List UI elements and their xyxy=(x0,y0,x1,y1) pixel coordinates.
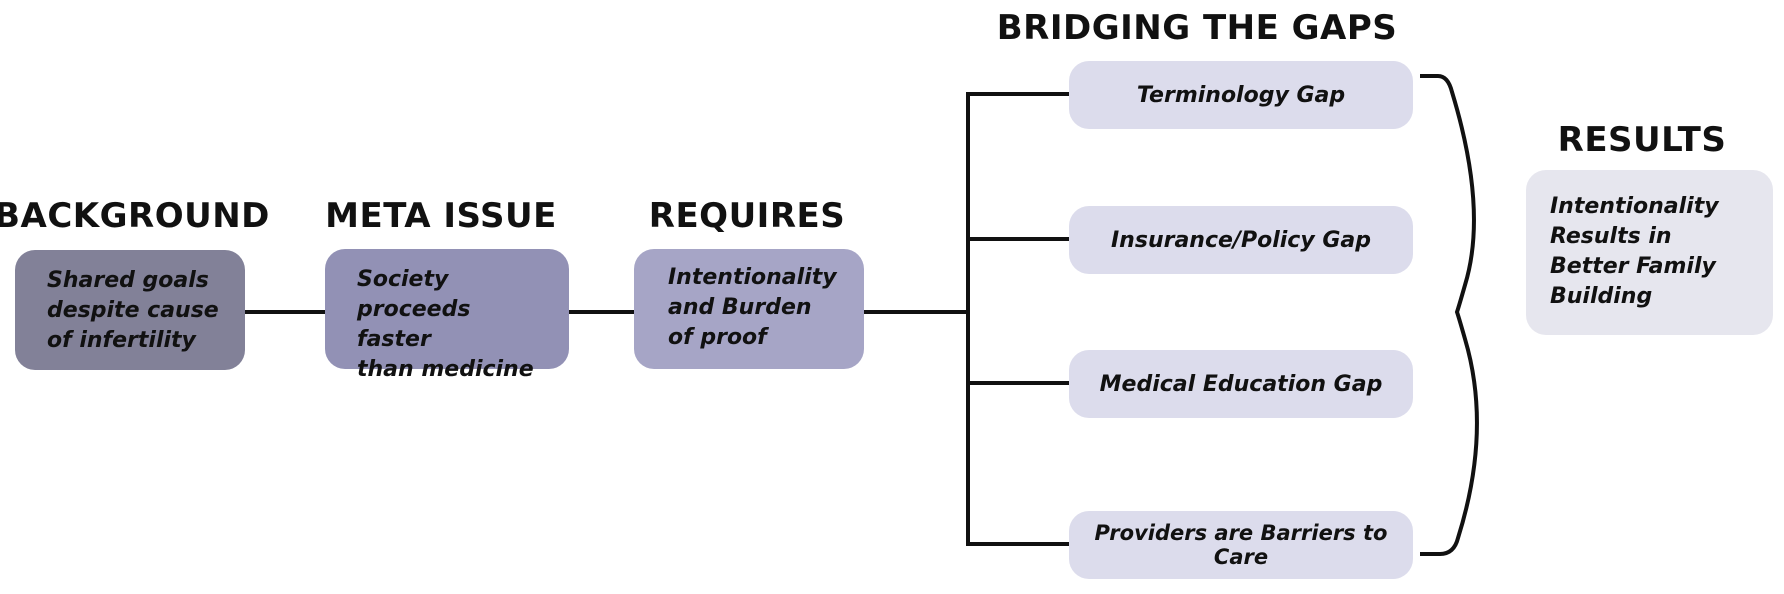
heading-meta-issue: META ISSUE xyxy=(325,196,557,236)
gap-label-providers: Providers are Barriers to Care xyxy=(1094,521,1388,569)
heading-bridging-the-gaps: BRIDGING THE GAPS xyxy=(996,8,1398,48)
requires-box: Intentionality and Burden of proof xyxy=(634,249,864,369)
gap-box-providers: Providers are Barriers to Care xyxy=(1069,511,1413,579)
meta-issue-box-text: Society proceeds faster than medicine xyxy=(357,267,534,382)
heading-background: BACKGROUND xyxy=(0,196,270,236)
results-box: Intentionality Results in Better Family … xyxy=(1526,170,1773,335)
background-box: Shared goals despite cause of infertilit… xyxy=(15,250,245,370)
requires-box-text: Intentionality and Burden of proof xyxy=(668,265,837,350)
results-curly-brace xyxy=(1420,74,1479,556)
gap-box-insurance-policy: Insurance/Policy Gap xyxy=(1069,206,1413,274)
heading-requires: REQUIRES xyxy=(648,196,846,236)
gap-box-medical-education: Medical Education Gap xyxy=(1069,350,1413,418)
heading-results: RESULTS xyxy=(1557,120,1727,160)
gap-box-terminology: Terminology Gap xyxy=(1069,61,1413,129)
gap-label-insurance-policy: Insurance/Policy Gap xyxy=(1111,227,1371,253)
gap-label-terminology: Terminology Gap xyxy=(1136,82,1346,108)
results-box-text: Intentionality Results in Better Family … xyxy=(1550,194,1719,309)
meta-issue-box: Society proceeds faster than medicine xyxy=(325,249,569,382)
background-box-text: Shared goals despite cause of infertilit… xyxy=(47,268,219,353)
gap-label-medical-education: Medical Education Gap xyxy=(1099,371,1383,397)
